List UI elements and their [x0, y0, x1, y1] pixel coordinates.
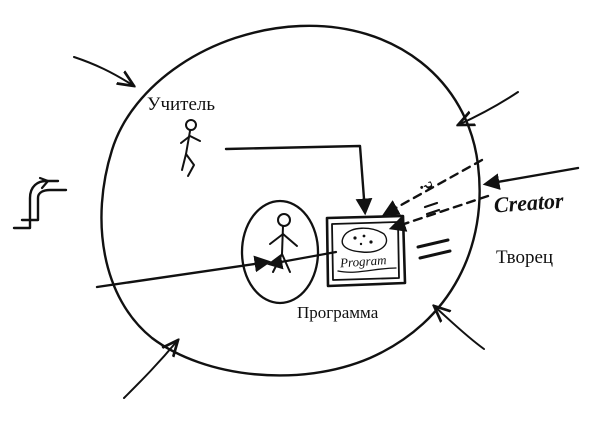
creator-to-program-arrow-lower	[388, 194, 490, 232]
outer-circle	[100, 24, 481, 377]
external-arrow-bottom-right	[434, 306, 485, 350]
teacher-figure	[180, 119, 201, 177]
teacher-label: Учитель	[147, 94, 215, 115]
step-symbol-inner	[20, 188, 68, 222]
external-arrow-top-right	[458, 91, 519, 125]
creator-line-arrow	[482, 166, 580, 190]
external-arrow-top-left	[73, 56, 134, 86]
creator-en-label: Creator	[493, 188, 565, 218]
creator-to-program-arrow-upper	[382, 158, 484, 216]
student-oval	[240, 199, 320, 305]
program-to-student-arrow	[266, 250, 338, 270]
input-to-student-arrow	[95, 255, 272, 289]
teacher-to-program-arrow	[224, 144, 373, 216]
equals-mark-small	[423, 201, 441, 216]
external-arrow-bottom-left	[123, 340, 178, 399]
step-arrow-tip	[38, 176, 50, 190]
equals-sign	[416, 238, 452, 260]
creator-ru-label: Творец	[496, 247, 553, 268]
program-label: Программа	[297, 303, 379, 322]
program-box: Program	[325, 214, 407, 288]
program-scrawl: Program	[338, 252, 386, 270]
